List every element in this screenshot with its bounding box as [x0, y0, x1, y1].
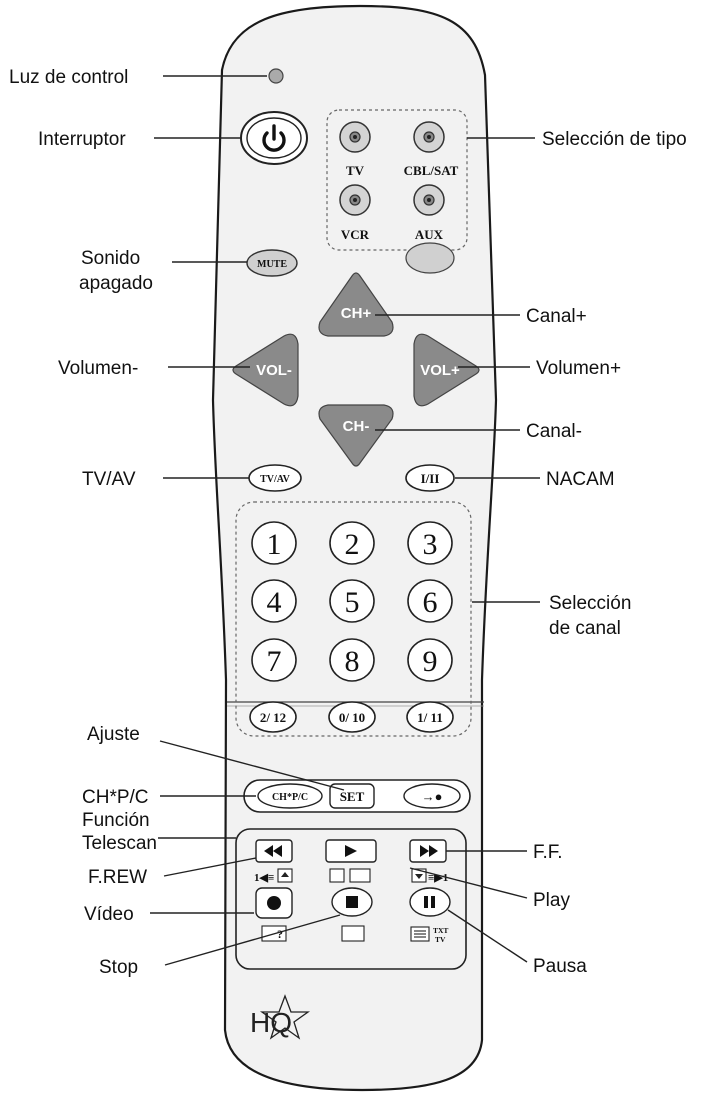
label-canal-plus: Canal+: [526, 306, 587, 327]
mode-button-vcr[interactable]: [339, 184, 371, 216]
rewind-sub-label: 1◀≡: [254, 872, 274, 884]
key-0-10-label: 0/ 10: [339, 710, 365, 725]
vol-plus-label: VOL+: [420, 362, 460, 379]
label-de-canal: de canal: [549, 618, 621, 639]
digit-key-label: 1: [267, 528, 282, 561]
reveal-mark: ?: [277, 927, 283, 941]
pause-icon: [424, 896, 435, 908]
digit-key-label: 7: [267, 645, 282, 678]
mode-label-cbl-sat: CBL/SAT: [404, 163, 459, 178]
txt-label: TXT: [433, 926, 448, 935]
mode-group-outline: [326, 109, 468, 251]
label-stop: Stop: [99, 957, 138, 978]
ch-minus-label: CH-: [343, 418, 370, 435]
rewind-icon: [264, 845, 282, 857]
digit-key-9[interactable]: [407, 638, 453, 682]
vol-minus-label: VOL-: [256, 362, 292, 379]
power-icon: [262, 124, 286, 152]
mode-button-cbl-sat[interactable]: [413, 121, 445, 153]
digit-key-3[interactable]: [407, 521, 453, 565]
label-nacam: NACAM: [546, 469, 615, 490]
label-apagado: apagado: [79, 273, 153, 294]
leader-lines: [150, 75, 540, 966]
key-2-12[interactable]: [249, 701, 297, 733]
label-funcion: Función: [82, 810, 150, 831]
label-canal-minus: Canal-: [526, 421, 582, 442]
mode-button-tv[interactable]: [339, 121, 371, 153]
set-button[interactable]: [329, 783, 375, 809]
digit-key-7[interactable]: [251, 638, 297, 682]
digit-key-label: 9: [423, 645, 438, 678]
digit-key-1[interactable]: [251, 521, 297, 565]
digit-key-5[interactable]: [329, 579, 375, 623]
digit-key-2[interactable]: [329, 521, 375, 565]
sub-page-icon: [341, 925, 365, 942]
label-ff: F.F.: [533, 842, 563, 863]
digit-key-label: 6: [423, 586, 438, 619]
label-volumen-plus: Volumen+: [536, 358, 621, 379]
digit-key-label: 2: [345, 528, 360, 561]
stop-icon: [346, 896, 358, 908]
mode-button-aux[interactable]: [413, 184, 445, 216]
telescan-panel: [235, 828, 467, 970]
mute-button-label: MUTE: [257, 259, 287, 270]
mode-label-vcr: VCR: [341, 227, 370, 242]
ch-minus-button[interactable]: [318, 404, 394, 467]
vol-minus-button[interactable]: [232, 333, 299, 407]
digit-key-label: 8: [345, 645, 360, 678]
digit-key-8[interactable]: [329, 638, 375, 682]
i-ii-button-label: I/II: [421, 471, 440, 486]
arrow-dot-label: →●: [422, 789, 443, 804]
ch-plus-label: CH+: [341, 305, 372, 322]
page-size-icon: [349, 868, 371, 883]
chpc-button[interactable]: [257, 783, 323, 809]
play-icon: [345, 845, 357, 857]
mute-button[interactable]: [246, 249, 298, 277]
label-video: Vídeo: [84, 904, 134, 925]
digit-keys: 1 2 3 4 5 6 7 8 9 2/ 12 0/ 10 1/ 11: [249, 521, 454, 733]
label-luz-de-control: Luz de control: [9, 67, 128, 88]
tv-small-label: TV: [435, 935, 446, 944]
tv-av-button-label: TV/AV: [260, 474, 291, 485]
chpc-button-label: CH*P/C: [272, 792, 308, 803]
digit-key-6[interactable]: [407, 579, 453, 623]
label-seleccion-de-tipo: Selección de tipo: [542, 129, 687, 150]
mode-label-tv: TV: [346, 163, 365, 178]
label-interruptor: Interruptor: [38, 129, 126, 150]
blank-button[interactable]: [405, 242, 455, 274]
label-pausa: Pausa: [533, 956, 587, 977]
key-1-11[interactable]: [406, 701, 454, 733]
ch-plus-button[interactable]: [318, 272, 394, 337]
label-ajuste: Ajuste: [87, 724, 140, 745]
label-seleccion-canal: Selección: [549, 593, 631, 614]
digit-key-label: 5: [345, 586, 360, 619]
pause-button[interactable]: [409, 887, 451, 917]
digit-key-label: 4: [267, 586, 282, 619]
indicator-led: [268, 68, 284, 84]
label-ch-p-c: CH*P/C: [82, 787, 149, 808]
fast-forward-icon: [420, 845, 438, 857]
label-telescan: Telescan: [82, 833, 157, 854]
key-0-10[interactable]: [328, 701, 376, 733]
label-sonido: Sonido: [81, 248, 140, 269]
brand-star-icon: [259, 994, 311, 1040]
record-icon: [267, 896, 281, 910]
label-frew: F.REW: [88, 867, 147, 888]
set-button-label: SET: [340, 789, 365, 804]
label-volumen-minus: Volumen-: [58, 358, 138, 379]
key-2-12-label: 2/ 12: [260, 710, 286, 725]
vol-plus-button[interactable]: [413, 333, 480, 407]
label-play: Play: [533, 890, 570, 911]
digit-key-4[interactable]: [251, 579, 297, 623]
key-1-11-label: 1/ 11: [417, 710, 443, 725]
page-hold-icon: [329, 868, 345, 883]
digit-key-label: 3: [423, 528, 438, 561]
label-tv-av: TV/AV: [82, 469, 136, 490]
mode-label-aux: AUX: [415, 227, 444, 242]
skip-forward-icon: ≡▶1: [428, 872, 448, 884]
i-ii-button[interactable]: [405, 464, 455, 492]
arrow-dot-button[interactable]: [403, 783, 461, 809]
keypad-outline: [235, 501, 472, 737]
